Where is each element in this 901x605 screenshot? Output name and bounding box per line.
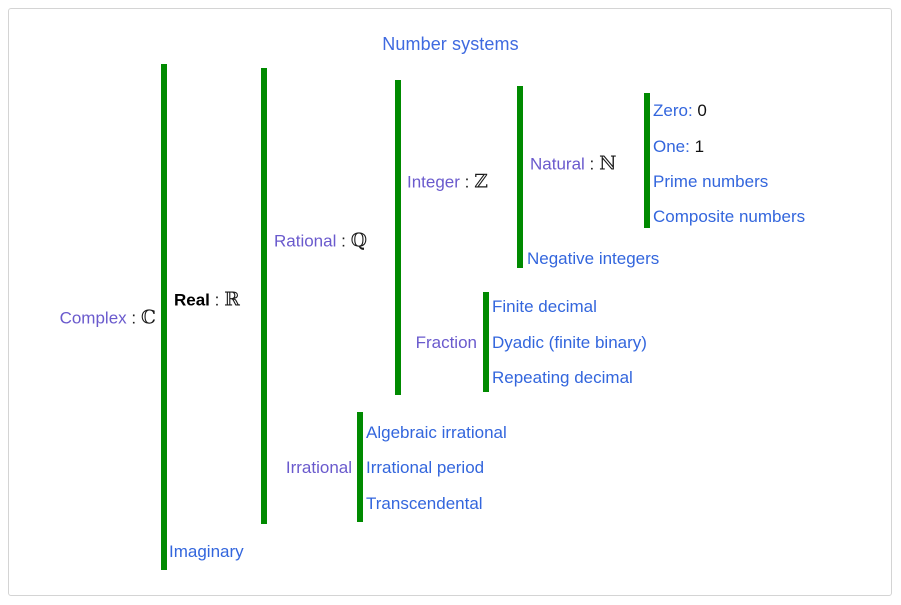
node-imaginary-label: Imaginary: [169, 542, 244, 561]
node-rational: Rational : ℚ: [274, 231, 367, 252]
node-one: One: 1: [653, 137, 704, 157]
node-algebraic-irrational: Algebraic irrational: [366, 423, 507, 443]
node-complex-colon: :: [131, 308, 137, 328]
node-fraction-label: Fraction: [415, 333, 477, 352]
node-zero-label: Zero:: [653, 101, 693, 120]
bracket-bar-integer: [517, 86, 523, 268]
node-zero: Zero: 0: [653, 101, 707, 121]
node-integer-symbol: ℤ: [474, 170, 489, 193]
node-real-symbol: ℝ: [224, 288, 240, 311]
node-rational-symbol: ℚ: [350, 229, 368, 252]
node-irrational-period-label: Irrational period: [366, 458, 485, 477]
node-irrational-label: Irrational: [285, 458, 352, 477]
node-transcendental-label: Transcendental: [366, 494, 483, 513]
node-prime-numbers-label: Prime numbers: [653, 172, 769, 191]
node-complex-symbol: ℂ: [140, 306, 156, 329]
node-one-label: One:: [653, 137, 690, 156]
node-real-colon: :: [214, 290, 220, 310]
bracket-bar-rational: [395, 80, 401, 395]
node-complex: Complex : ℂ: [60, 308, 156, 329]
node-finite-decimal-label: Finite decimal: [492, 297, 597, 316]
node-integer-colon: :: [464, 172, 470, 192]
node-irrational: Irrational: [286, 458, 352, 478]
node-repeating-decimal: Repeating decimal: [492, 368, 633, 388]
node-zero-value: 0: [697, 101, 707, 120]
diagram-frame: [8, 8, 892, 596]
node-real-label: Real: [174, 290, 210, 310]
bracket-bar-natural: [644, 93, 650, 228]
node-dyadic-label: Dyadic (finite binary): [492, 333, 647, 352]
node-natural-label: Natural: [530, 154, 585, 174]
node-integer-label: Integer: [407, 172, 460, 192]
node-natural-symbol: ℕ: [599, 152, 617, 175]
node-prime-numbers: Prime numbers: [653, 172, 768, 192]
node-transcendental: Transcendental: [366, 494, 483, 514]
node-finite-decimal: Finite decimal: [492, 297, 597, 317]
bracket-bar-real: [261, 68, 267, 524]
node-integer: Integer : ℤ: [407, 172, 488, 193]
bracket-bar-fraction: [483, 292, 489, 392]
node-real: Real : ℝ: [174, 290, 240, 311]
node-repeating-decimal-label: Repeating decimal: [492, 368, 633, 387]
bracket-bar-irrational: [357, 412, 363, 522]
node-fraction: Fraction: [416, 333, 477, 353]
node-one-value: 1: [694, 137, 705, 156]
diagram-title: Number systems: [382, 34, 519, 54]
node-natural: Natural : ℕ: [530, 154, 616, 175]
node-irrational-period: Irrational period: [366, 458, 484, 478]
node-natural-colon: :: [589, 154, 595, 174]
node-imaginary: Imaginary: [169, 542, 244, 562]
node-rational-label: Rational: [274, 231, 337, 251]
node-dyadic: Dyadic (finite binary): [492, 333, 647, 353]
node-negative-integers: Negative integers: [527, 249, 659, 269]
node-complex-label: Complex: [59, 308, 127, 328]
node-composite-numbers-label: Composite numbers: [653, 207, 806, 226]
node-rational-colon: :: [341, 231, 346, 251]
node-composite-numbers: Composite numbers: [653, 207, 805, 227]
bracket-bar-complex: [161, 64, 167, 570]
node-algebraic-irrational-label: Algebraic irrational: [366, 423, 507, 442]
node-negative-integers-label: Negative integers: [527, 249, 660, 268]
